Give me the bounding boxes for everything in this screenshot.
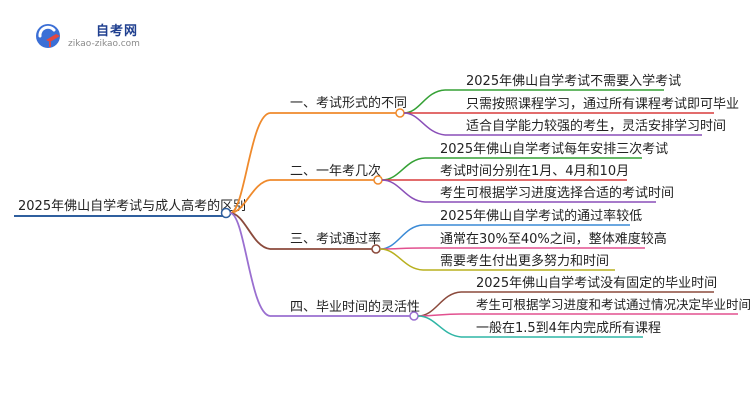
branch-2-leaf-2[interactable]: 考试时间分别在1月、4月和10月 <box>425 164 629 181</box>
logo-url: zikao-zikao.com <box>68 39 140 49</box>
graduation-cap-icon <box>36 24 60 48</box>
branch-3-node[interactable]: 三、考试通过率 <box>270 231 381 254</box>
branch-1-label: 一、考试形式的不同 <box>290 95 407 111</box>
branch-3-connector <box>371 244 381 254</box>
branch-1-leaf-1[interactable]: 2025年佛山自学考试不需要入学考试 <box>445 73 681 91</box>
leaf-label: 考生可根据学习进度和考试通过情况决定毕业时间 <box>476 297 750 312</box>
branch-4-node[interactable]: 四、毕业时间的灵活性 <box>270 299 420 321</box>
leaf-label: 只需按照课程学习，通过所有课程考试即可毕业 <box>466 96 739 112</box>
leaf-label: 2025年佛山自学考试不需要入学考试 <box>466 73 681 89</box>
branch-2-leaf-1[interactable]: 2025年佛山自学考试每年安排三次考试 <box>425 141 668 159</box>
branch-4-connector <box>409 311 419 321</box>
site-logo[interactable]: 自考网 zikao-zikao.com <box>34 18 174 54</box>
leaf-label: 考生可根据学习进度选择合适的考试时间 <box>440 185 674 201</box>
branch-2-node[interactable]: 二、一年考几次 <box>270 163 383 185</box>
branch-3-leaf-1[interactable]: 2025年佛山自学考试的通过率较低 <box>423 208 642 226</box>
branch-1-leaf-2[interactable]: 只需按照课程学习，通过所有课程考试即可毕业 <box>445 96 739 114</box>
root-label: 2025年佛山自学考试与成人高考的区别 <box>18 198 246 214</box>
branch-4-leaf-1[interactable]: 2025年佛山自学考试没有固定的毕业时间 <box>461 275 717 293</box>
leaf-label: 2025年佛山自学考试没有固定的毕业时间 <box>476 275 717 291</box>
branch-3-leaf-3[interactable]: 需要考生付出更多努力和时间 <box>423 253 615 271</box>
branch-1-connector <box>395 108 405 118</box>
branch-3-label: 三、考试通过率 <box>290 231 381 247</box>
branch-2-connector <box>373 175 383 185</box>
logo-title: 自考网 <box>96 24 139 39</box>
leaf-label: 考试时间分别在1月、4月和10月 <box>440 164 629 179</box>
branch-3-leaf-2[interactable]: 通常在30%至40%之间，整体难度较高 <box>423 231 667 249</box>
branch-4-label: 四、毕业时间的灵活性 <box>290 299 420 315</box>
branch-1-leaf-3[interactable]: 适合自学能力较强的考生，灵活安排学习时间 <box>445 118 726 136</box>
branch-4-leaf-2[interactable]: 考生可根据学习进度和考试通过情况决定毕业时间 <box>461 297 750 315</box>
root-connector <box>220 207 232 219</box>
branch-2-leaf-3[interactable]: 考生可根据学习进度选择合适的考试时间 <box>425 185 674 203</box>
leaf-label: 通常在30%至40%之间，整体难度较高 <box>440 231 667 247</box>
leaf-label: 2025年佛山自学考试的通过率较低 <box>440 208 642 224</box>
leaf-label: 2025年佛山自学考试每年安排三次考试 <box>440 141 668 157</box>
leaf-label: 需要考生付出更多努力和时间 <box>440 253 609 269</box>
branch-2-label: 二、一年考几次 <box>290 163 381 179</box>
root-node[interactable]: 2025年佛山自学考试与成人高考的区别 <box>14 198 246 219</box>
branch-4-leaf-3[interactable]: 一般在1.5到4年内完成所有课程 <box>461 320 661 338</box>
branch-2-edge <box>229 179 271 214</box>
leaf-label: 适合自学能力较强的考生，灵活安排学习时间 <box>466 118 726 134</box>
branch-1-edge <box>229 112 271 214</box>
branch-1-node[interactable]: 一、考试形式的不同 <box>270 95 407 118</box>
branch-3-edge <box>229 212 271 250</box>
leaf-label: 一般在1.5到4年内完成所有课程 <box>476 320 661 336</box>
branch-4-edge <box>229 212 271 317</box>
